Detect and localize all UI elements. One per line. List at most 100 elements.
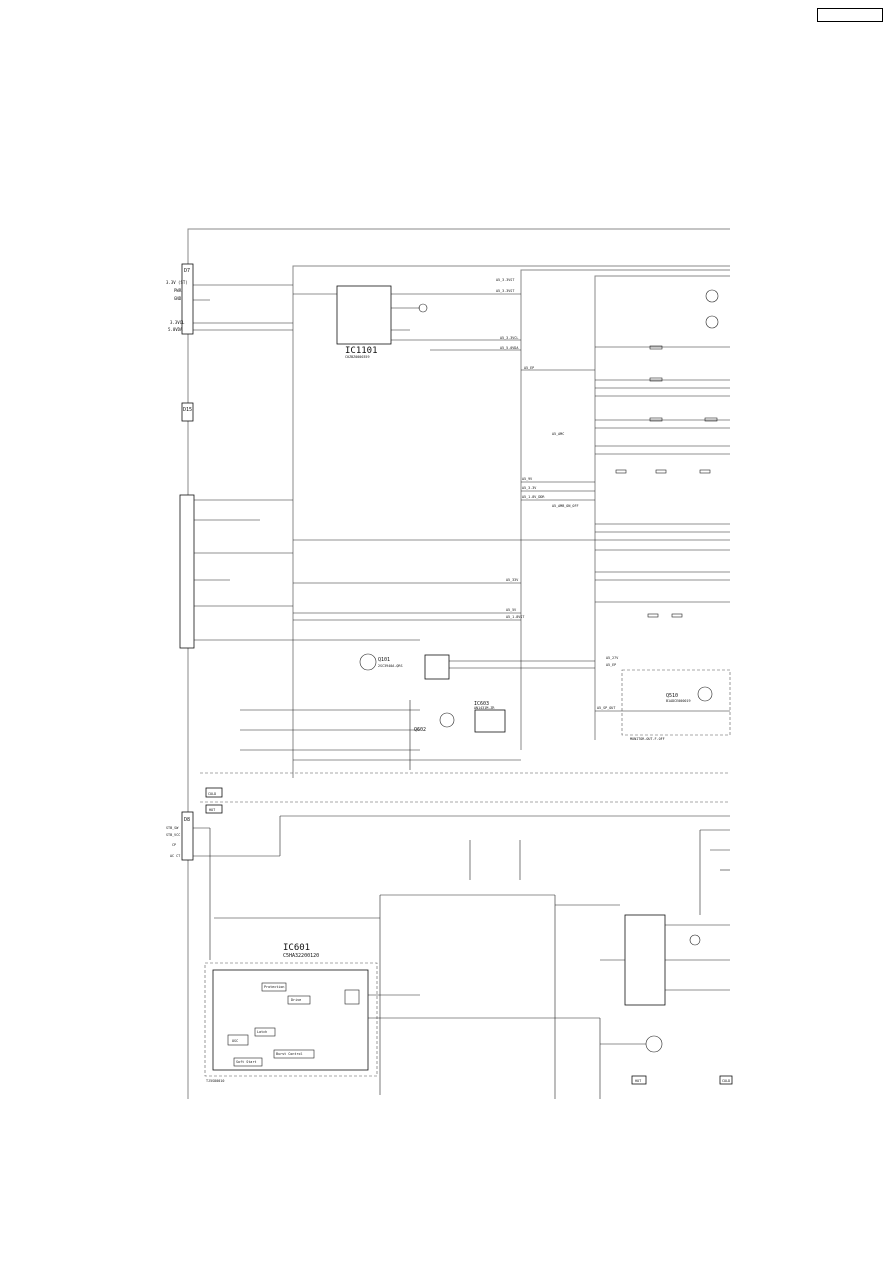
hot-label: HOT	[209, 808, 215, 812]
ic-601: IC601 C5HA32200120 TJ5S80010 Protection …	[204, 943, 378, 1083]
ic-part: C0ZBZ0000359	[345, 355, 370, 359]
connector-d15: D15	[181, 402, 194, 422]
connector-d7: D7 3.3V (ST) PWR GND 3.3VCL 5.0VDA	[166, 263, 194, 335]
schematic-wire	[212, 969, 369, 1071]
schematic-wire	[647, 613, 659, 618]
connector-pin: 5.0VDA	[168, 327, 183, 332]
connector-pin: STB_SW	[166, 826, 179, 830]
connector-pin: 3.3VCL	[170, 320, 185, 325]
schematic-wire	[615, 469, 627, 474]
signal-labels: A5_3.3VST A5_3.3VST A5_3.3VCL A5_5.0VDA …	[496, 278, 618, 710]
schematic-wire	[689, 934, 701, 946]
ic-603: IC603 AN1431M-ZR	[474, 701, 506, 733]
connector-pin: GND	[174, 296, 182, 301]
schematic-wire	[655, 469, 667, 474]
signal-label: A5_3.3VCL	[500, 336, 518, 340]
block-label: Drive	[291, 998, 301, 1002]
schematic-wire	[645, 1035, 663, 1053]
signal-label: A5_SP_OUT	[597, 706, 615, 710]
component-cluster-top-right	[615, 345, 718, 618]
block-label: Latch	[257, 1030, 267, 1034]
schematic-wire	[359, 653, 377, 671]
block-label: Protection	[264, 985, 284, 989]
ic-part: AN1431M-ZR	[474, 706, 495, 710]
sheet-frame	[187, 228, 730, 1099]
connector-ref: D15	[183, 407, 192, 413]
block-label: Burst Control	[276, 1052, 303, 1056]
schematic-wire	[649, 377, 663, 382]
transistor-ref: Q602	[414, 727, 426, 733]
connector-pin: STB_VCC	[166, 833, 180, 837]
signal-label: A5_9V	[522, 477, 532, 481]
hot-label-bottom: HOT	[635, 1079, 641, 1083]
transistor-part: 2SC3940A-QRS	[378, 664, 403, 668]
hot-box-bottom	[631, 1075, 647, 1085]
signal-label: A5_1.8V_DDR	[522, 495, 545, 499]
cold-label-bottom: COLD	[722, 1079, 730, 1083]
schematic-wire	[439, 712, 455, 728]
signal-label: A5_33V	[506, 578, 518, 582]
connector-ref: D7	[184, 268, 190, 274]
schematic-wire	[227, 1034, 249, 1046]
connector-pin: PWR	[174, 288, 182, 293]
schematic-wire	[179, 494, 195, 649]
ic-part-note: TJ5S80010	[206, 1079, 224, 1083]
module-frame-inner	[520, 269, 730, 750]
transistor-q602: Q602	[414, 712, 455, 733]
signal-label: A5_5V	[506, 608, 516, 612]
signal-label: A5_EP	[606, 663, 616, 667]
ic-1101: IC1101 C0ZBZ0000359	[336, 285, 392, 359]
signal-label: A5_5.0VDA	[500, 346, 518, 350]
transformer-t601	[624, 914, 701, 1006]
schematic-wire	[204, 962, 378, 1077]
schematic-wire	[705, 289, 719, 303]
schematic-wire	[254, 1027, 276, 1037]
schematic-wire	[233, 1057, 263, 1067]
ic-ref: IC601	[283, 943, 310, 953]
connector-ref: D8	[184, 817, 190, 823]
schematic-wire	[181, 811, 194, 861]
transistor-ref: Q510	[666, 693, 678, 699]
transistor-ref: Q101	[378, 657, 390, 663]
schematic-wire	[649, 345, 663, 350]
schematic-wire	[273, 1049, 315, 1059]
schematic-wire	[181, 263, 194, 335]
schematic-wire	[287, 995, 311, 1005]
schematic-wire	[704, 417, 718, 422]
connector-block-left	[179, 494, 195, 649]
signal-label: A5_1.8VST	[506, 615, 524, 619]
schematic-wire	[336, 285, 392, 345]
signal-label: A5_AMC	[552, 432, 564, 436]
hot-box	[205, 804, 223, 814]
monitor-label: MONITOR-OUT-F.OFF	[630, 737, 665, 741]
transistor-q220	[705, 289, 719, 329]
block-label: OSC	[232, 1039, 238, 1043]
transistor-q510: Q510 B1ADCE000019	[666, 686, 713, 703]
ic-block-1401	[424, 654, 450, 680]
schematic-wire	[699, 469, 711, 474]
schematic-wire	[344, 989, 360, 1005]
schematic-wire	[671, 613, 683, 618]
module-frame-a5	[292, 265, 730, 778]
ic-part: C5HA32200120	[283, 953, 319, 959]
connector-d8: D8 STB_SW STB_VCC CP AC CT	[166, 811, 194, 861]
signal-label: A5_3.3V	[522, 486, 536, 490]
schematic-wire	[474, 709, 506, 733]
signal-label: A5_3.3VST	[496, 278, 514, 282]
schematic-wire	[624, 914, 666, 1006]
connector-pin: AC CT	[170, 854, 180, 858]
transistor-q101: Q101 2SC3940A-QRS	[359, 653, 403, 671]
schematic-wire	[705, 315, 719, 329]
signal-label: A5_27V	[606, 656, 618, 660]
transistor-part: B1ADCE000019	[666, 699, 691, 703]
cold-label: COLD	[208, 792, 216, 796]
monitor-block	[621, 669, 731, 736]
schematic-wire	[418, 303, 428, 313]
signal-label: A5_AMB_ON_OFF	[552, 504, 579, 508]
block-label: Soft Start	[236, 1060, 256, 1064]
cold-box	[205, 787, 223, 798]
schematic-wire	[261, 982, 287, 992]
ic-ref: IC603	[474, 701, 489, 707]
